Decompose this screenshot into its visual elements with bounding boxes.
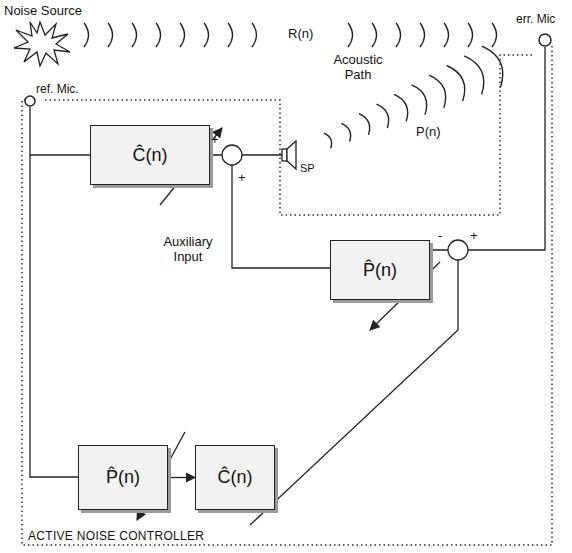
sign-mark: - [438,228,442,243]
summing-junction [222,145,242,165]
signal-wire [430,47,545,250]
filter-label: P̂(n) [363,260,397,281]
region-title: ACTIVE NOISE CONTROLLER [28,529,204,543]
filter-box: Ĉ(n) [90,125,210,185]
sign-mark: + [238,170,246,185]
speaker [287,141,296,169]
signal-name: P(n) [416,124,441,139]
speaker-label: SP [300,161,315,176]
filter-label: Ĉ(n) [133,145,168,166]
auxiliary-wire [232,165,330,268]
sign-mark: + [211,132,219,147]
controller-region: ACTIVE NOISE CONTROLLER Ĉ(n) P̂(n) P̂(n) Ĉ… [20,96,552,548]
signal-arrow [168,477,195,478]
error-microphone [539,34,551,46]
reference-microphone [25,96,35,106]
speaker [282,149,287,161]
dotted-outline [22,46,552,545]
input-label: Auxiliary Input [152,234,224,264]
summing-junction [448,240,468,260]
source-label: Noise Source [4,3,82,18]
filter-box: P̂(n) [78,445,168,510]
microphone-label: ref. Mic. [36,82,79,97]
noise-burst [14,22,70,66]
sound-waves [324,46,503,148]
filter-box: P̂(n) [330,240,430,300]
microphone-label: err. Mic [516,12,555,27]
filter-label: Ĉ(n) [218,467,253,488]
reference-wire [30,107,90,477]
signal-name: R(n) [288,26,313,41]
filter-box: Ĉ(n) [195,445,275,510]
signal-wire [210,154,282,155]
filter-label: P̂(n) [106,467,140,488]
sound-waves [84,23,497,47]
sign-mark: + [470,228,478,243]
path-label: Acoustic Path [326,52,390,82]
